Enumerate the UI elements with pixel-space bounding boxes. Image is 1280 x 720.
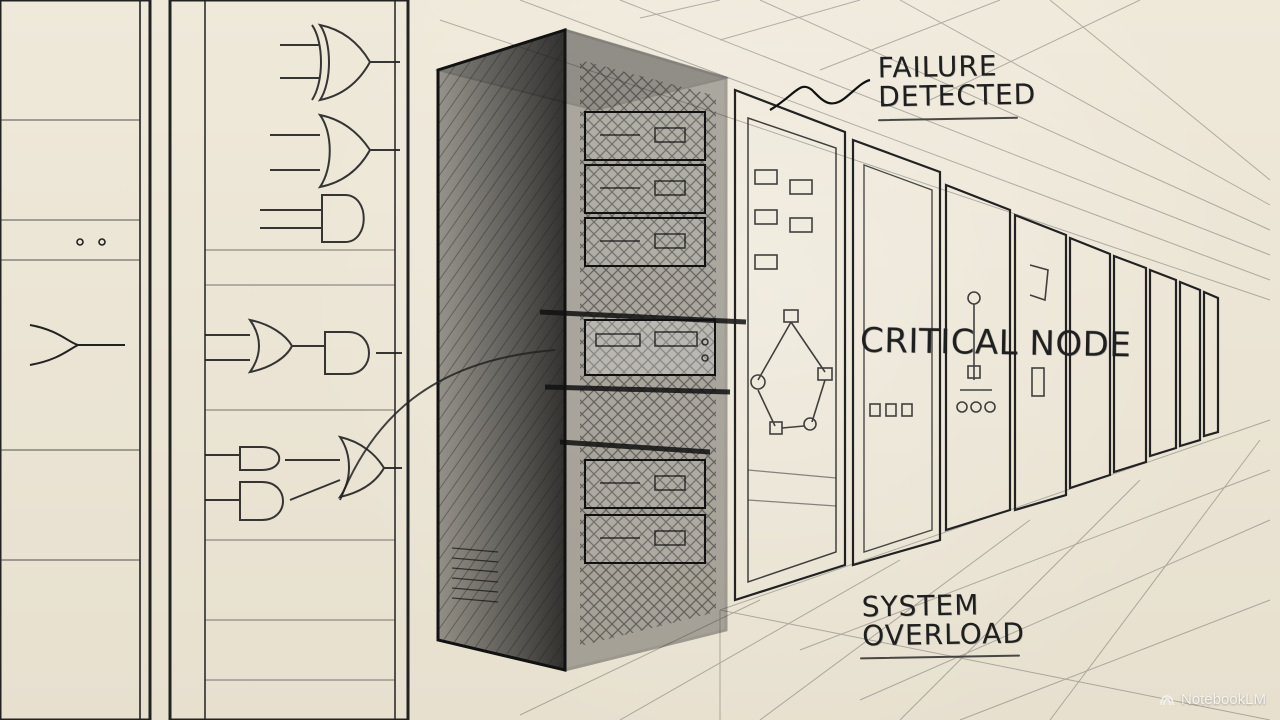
rack-row xyxy=(733,88,1220,602)
left-cabinet xyxy=(0,0,152,720)
notebooklm-logo-icon xyxy=(1160,694,1174,705)
critical-server-rack xyxy=(339,27,747,672)
critical-node-label: CRITICAL NODE xyxy=(859,320,1132,366)
watermark-text: NotebookLM xyxy=(1180,691,1266,708)
failure-line2: DETECTED xyxy=(877,78,1037,114)
floor-lines xyxy=(519,419,1271,720)
failure-detected-label: FAILURE DETECTED xyxy=(877,49,1037,114)
failure-callout xyxy=(769,78,871,111)
notebooklm-watermark: NotebookLM xyxy=(1159,691,1266,708)
node-diagram xyxy=(747,169,1049,507)
system-overload-label: SYSTEM OVERLOAD xyxy=(861,588,1026,653)
logic-gates-cabinet xyxy=(168,0,410,720)
ceiling-lines xyxy=(439,0,1271,301)
overload-line2: OVERLOAD xyxy=(861,616,1026,653)
